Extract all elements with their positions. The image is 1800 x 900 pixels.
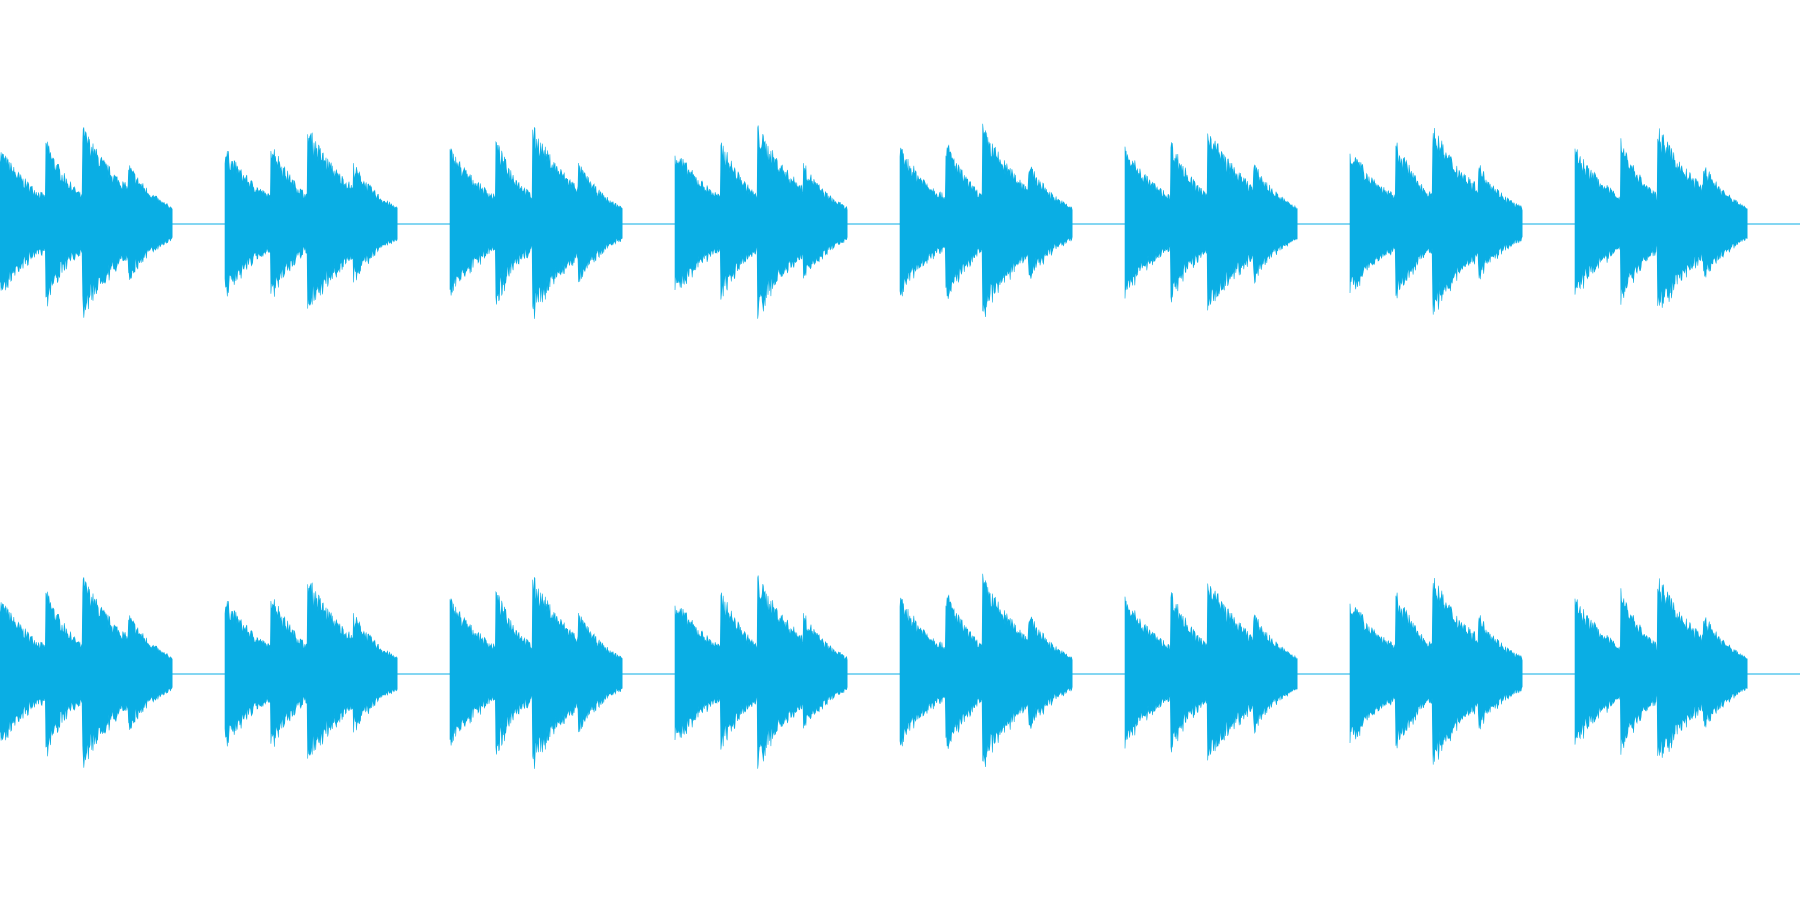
waveform-burst	[1124, 133, 1298, 311]
waveform-burst	[1574, 578, 1748, 758]
waveform-burst	[449, 126, 623, 319]
waveform-burst	[1574, 128, 1748, 308]
waveform-burst	[899, 123, 1073, 318]
waveform-burst	[674, 125, 848, 319]
waveform-burst	[1124, 583, 1298, 761]
waveform-burst	[674, 575, 848, 769]
waveform-channel-2	[0, 573, 1800, 769]
waveform-burst	[1349, 577, 1523, 765]
waveform-burst	[1349, 127, 1523, 315]
waveform-burst	[224, 582, 398, 759]
waveform-burst	[899, 573, 1073, 768]
waveform-channel-1	[0, 123, 1800, 319]
waveform-burst	[0, 577, 173, 768]
waveform-burst	[224, 132, 398, 309]
waveform-burst	[0, 127, 173, 318]
waveform-burst	[449, 576, 623, 769]
